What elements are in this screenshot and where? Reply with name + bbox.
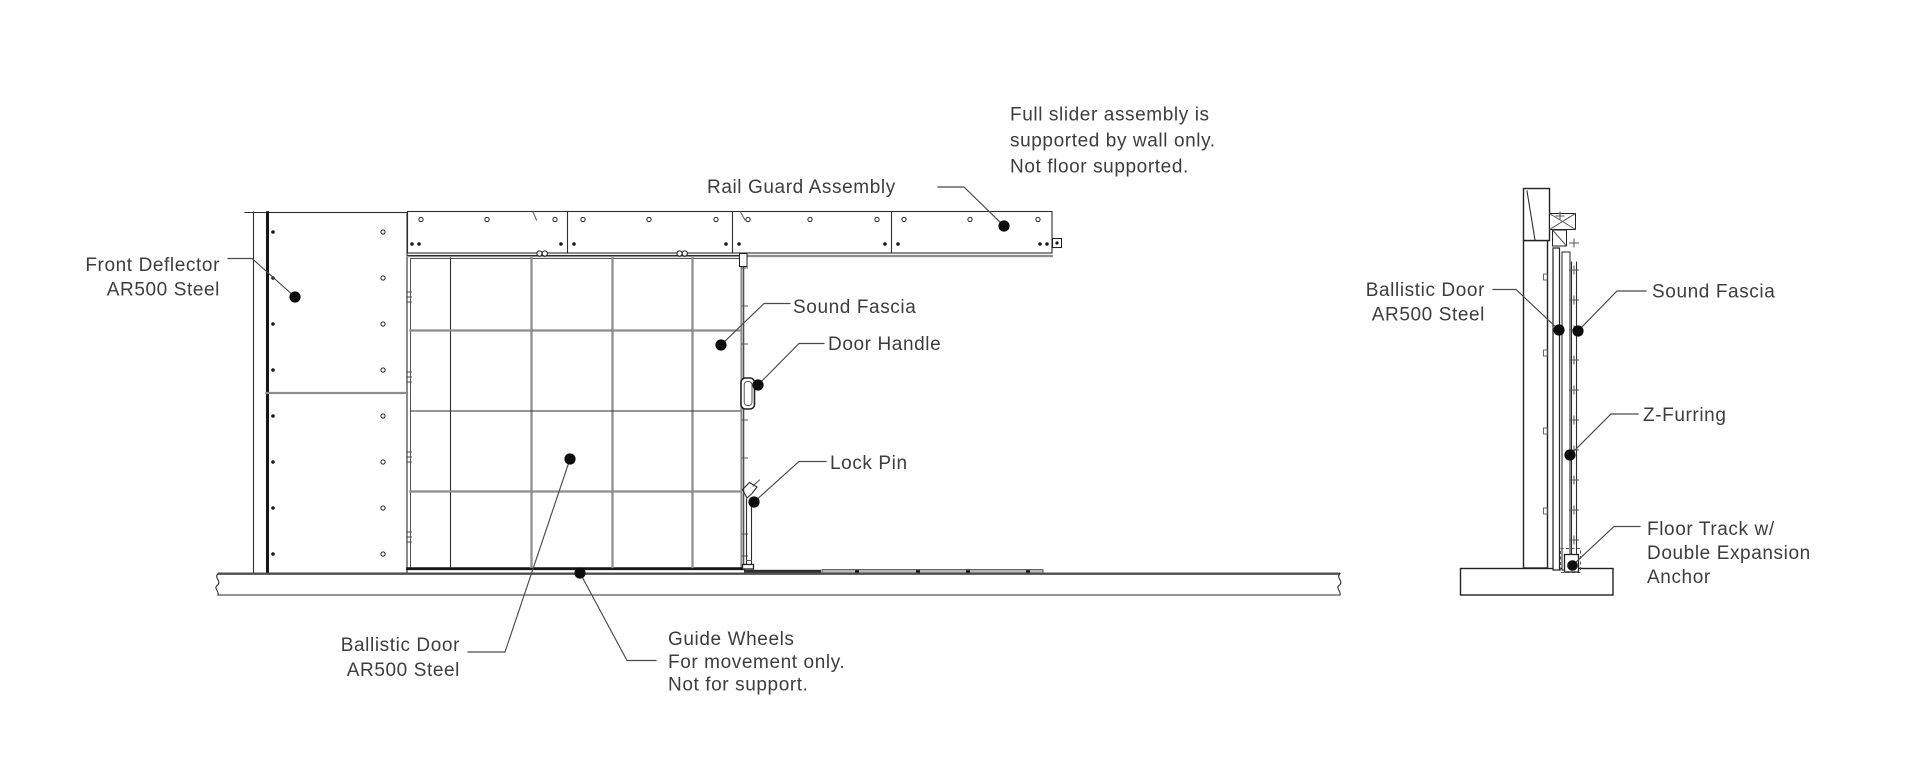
door-handle — [740, 377, 756, 410]
label-section-ballistic-door-2: AR500 Steel — [1372, 305, 1485, 326]
label-sound-fascia: Sound Fascia — [793, 297, 916, 318]
rail-fasteners-top — [418, 216, 1041, 223]
label-floor-track-1: Floor Track w/ — [1647, 519, 1775, 540]
z-furring-ticks — [1569, 238, 1579, 545]
rail-end-cap — [1051, 237, 1063, 249]
label-guide-wheels-2: For movement only. — [668, 652, 845, 673]
floor — [215, 572, 1342, 596]
leader-lock-pin — [748, 460, 827, 508]
leader-section-sound-fascia — [1572, 290, 1647, 337]
leader-sound-fascia — [715, 302, 791, 351]
leader-z-furring — [1564, 413, 1639, 461]
rail-fasteners-bottom — [410, 242, 1049, 246]
note-line-2: supported by wall only. — [1010, 131, 1216, 152]
section-wall — [1522, 239, 1549, 569]
section-hanger-bracket — [1548, 211, 1577, 247]
rail-guard-assembly — [406, 210, 1063, 258]
door-edge-clips-left — [406, 291, 412, 543]
label-door-handle: Door Handle — [828, 334, 941, 355]
door-top-corner-bracket — [739, 253, 748, 267]
note-line-3: Not floor supported. — [1010, 157, 1189, 178]
leader-front-deflector — [227, 257, 301, 303]
leader-rail-guard — [937, 186, 1010, 232]
label-ballistic-door-2: AR500 Steel — [347, 660, 460, 681]
leader-ballistic-door — [467, 453, 576, 653]
label-floor-track-3: Anchor — [1647, 567, 1711, 588]
leader-section-ballistic-door — [1492, 288, 1565, 336]
front-deflector-panel — [265, 211, 409, 575]
label-guide-wheels-1: Guide Wheels — [668, 629, 795, 650]
label-lock-pin: Lock Pin — [830, 453, 908, 474]
leader-door-handle — [752, 342, 825, 391]
label-floor-track-2: Double Expansion — [1647, 543, 1811, 564]
label-guide-wheels-3: Not for support. — [668, 675, 809, 696]
leader-floor-track — [1567, 525, 1641, 571]
wall-fasteners — [271, 229, 386, 557]
front-view: Front Deflector AR500 Steel Rail Guard A… — [85, 105, 1342, 696]
door-hanger-clips — [536, 250, 688, 257]
note-line-1: Full slider assembly is — [1010, 105, 1210, 126]
ballistic-door-panel — [406, 250, 748, 571]
leader-guide-wheels — [574, 567, 657, 662]
label-front-deflector-1: Front Deflector — [85, 255, 220, 276]
section-door-layers — [1552, 247, 1578, 571]
label-section-sound-fascia: Sound Fascia — [1652, 282, 1775, 303]
wall-edge-line — [244, 211, 268, 574]
door-grid — [409, 256, 742, 569]
section-rail-cap — [1522, 187, 1551, 242]
label-front-deflector-2: AR500 Steel — [107, 280, 220, 301]
label-z-furring: Z-Furring — [1643, 405, 1727, 426]
section-view: Ballistic Door AR500 Steel Sound Fascia … — [1366, 187, 1811, 596]
label-ballistic-door-1: Ballistic Door — [341, 635, 460, 656]
label-rail-guard: Rail Guard Assembly — [707, 177, 896, 198]
label-section-ballistic-door-1: Ballistic Door — [1366, 280, 1485, 301]
section-footing — [1459, 567, 1614, 596]
lock-pin — [741, 479, 761, 570]
door-edge-clips-right — [741, 267, 748, 557]
